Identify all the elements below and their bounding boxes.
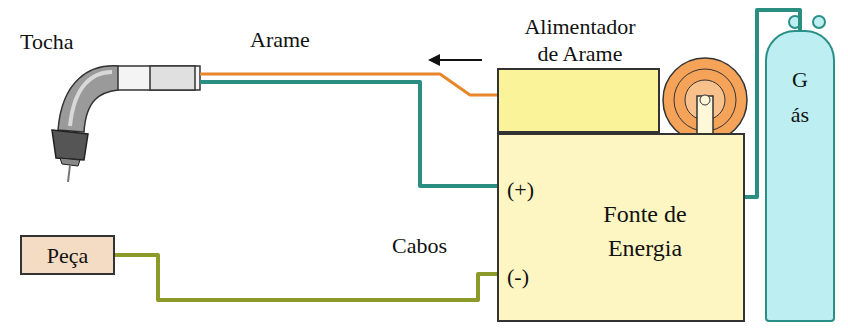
connector-label: Cabos: [390, 232, 449, 259]
gas-valve: [813, 16, 825, 28]
cylinder-label: Gás: [789, 62, 811, 132]
torch-neck: [58, 66, 118, 132]
terminal-label: (-): [507, 263, 529, 290]
feeder-box: Alimentador de Arame: [497, 68, 660, 133]
cable-line: [200, 82, 497, 186]
power-source-box: (+) Fonte de Energia (-): [497, 133, 745, 322]
torch-drawing: [52, 66, 200, 182]
torch-node: Tocha: [40, 60, 200, 185]
wire-spool: [663, 58, 747, 142]
box-title: Fonte de Energia: [569, 197, 721, 265]
cable-line: [115, 255, 497, 300]
gas-cylinder: Gás: [765, 30, 835, 322]
spool-disc: [663, 58, 747, 142]
torch-wire-end: [68, 165, 70, 182]
box-heading: Alimentador de Arame: [515, 13, 645, 67]
connector-label: Arame: [248, 26, 312, 53]
feed-arrow-head: [428, 54, 440, 66]
torch-handle: [115, 66, 200, 90]
part-label: Tocha: [20, 28, 73, 55]
spool-hub: [697, 96, 713, 134]
box-label: Peça: [22, 242, 113, 269]
workpiece-box: Peça: [20, 235, 115, 275]
terminal-label: (+): [507, 176, 534, 203]
torch-grip: [150, 66, 195, 90]
wire-line: [200, 74, 497, 95]
torch-highlight: [70, 72, 112, 126]
spool-axle: [700, 95, 710, 105]
torch-tip: [60, 158, 80, 166]
torch-nozzle: [52, 130, 88, 160]
feed-arrow: [436, 59, 482, 61]
